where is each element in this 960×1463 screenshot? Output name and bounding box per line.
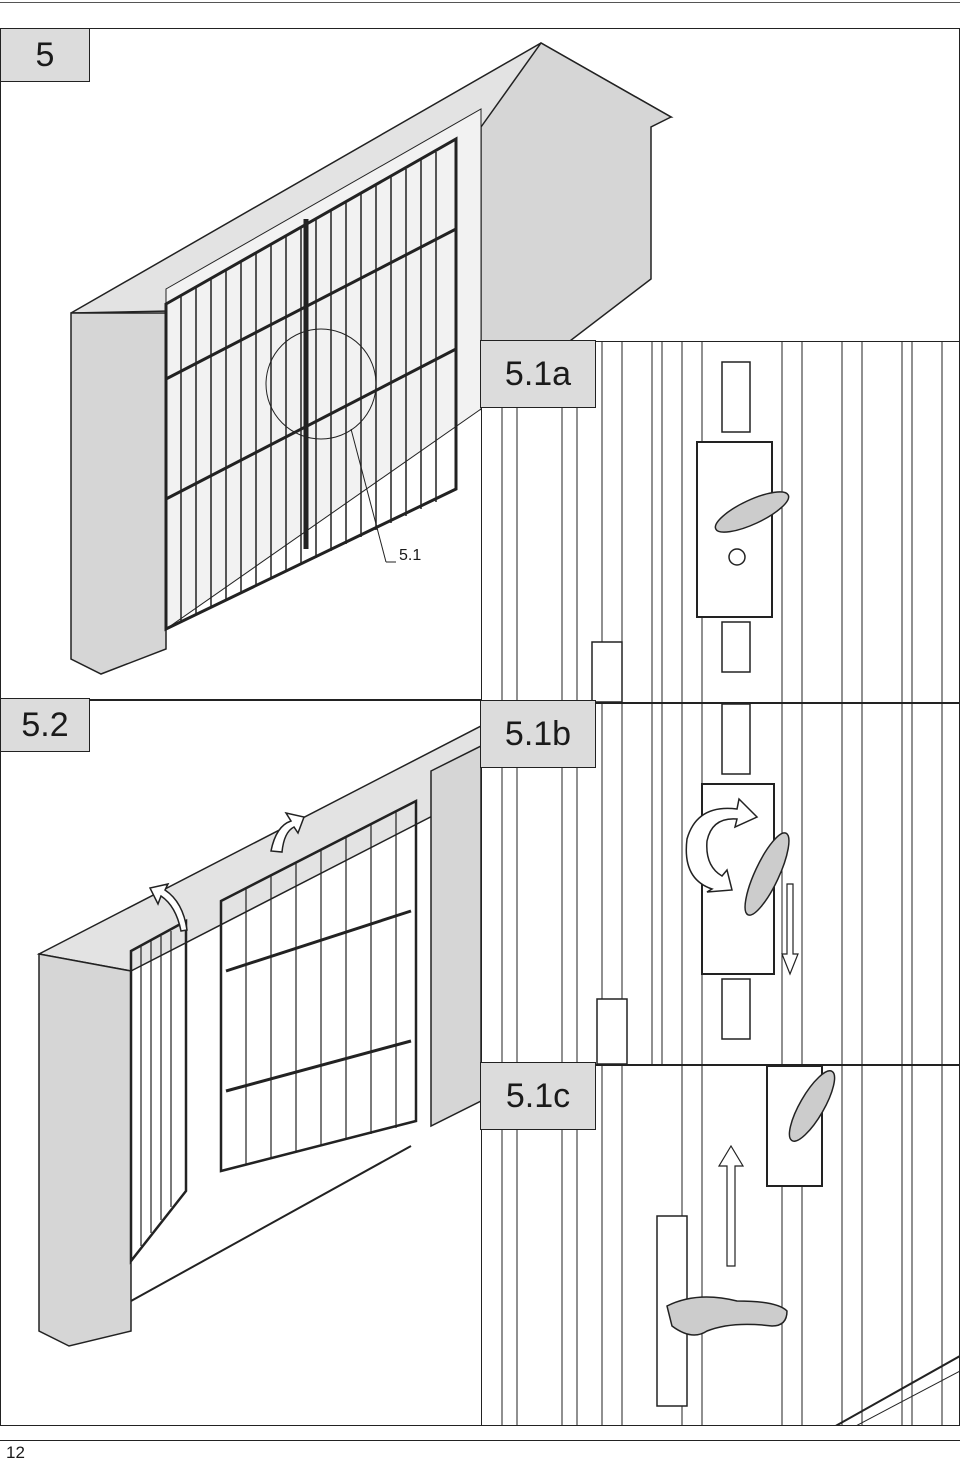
detail-column: [481, 341, 959, 1425]
footer-rule: [0, 1440, 960, 1441]
detail-5-1c-illustration: [501, 1066, 959, 1425]
illustration-frame: 5.1: [0, 28, 960, 1426]
detail-5-1a-illustration: [501, 342, 943, 702]
panel-label-5: 5: [0, 28, 90, 82]
panel-divider: [482, 702, 959, 704]
page-number: 12: [6, 1443, 25, 1462]
panel-divider: [1, 699, 481, 701]
panel-divider: [482, 1064, 959, 1066]
panel-label-5-1a: 5.1a: [480, 340, 596, 408]
panel-label-5-1c: 5.1c: [480, 1062, 596, 1130]
panel-label-5-1b: 5.1b: [480, 700, 596, 768]
gate-closed-illustration: [70, 42, 674, 675]
gate-open-illustration: [36, 725, 481, 1347]
panel-label-5-2: 5.2: [0, 698, 90, 752]
top-rule: [0, 2, 960, 3]
detail-5-1b-illustration: [501, 704, 943, 1064]
callout-label: 5.1: [399, 547, 422, 564]
